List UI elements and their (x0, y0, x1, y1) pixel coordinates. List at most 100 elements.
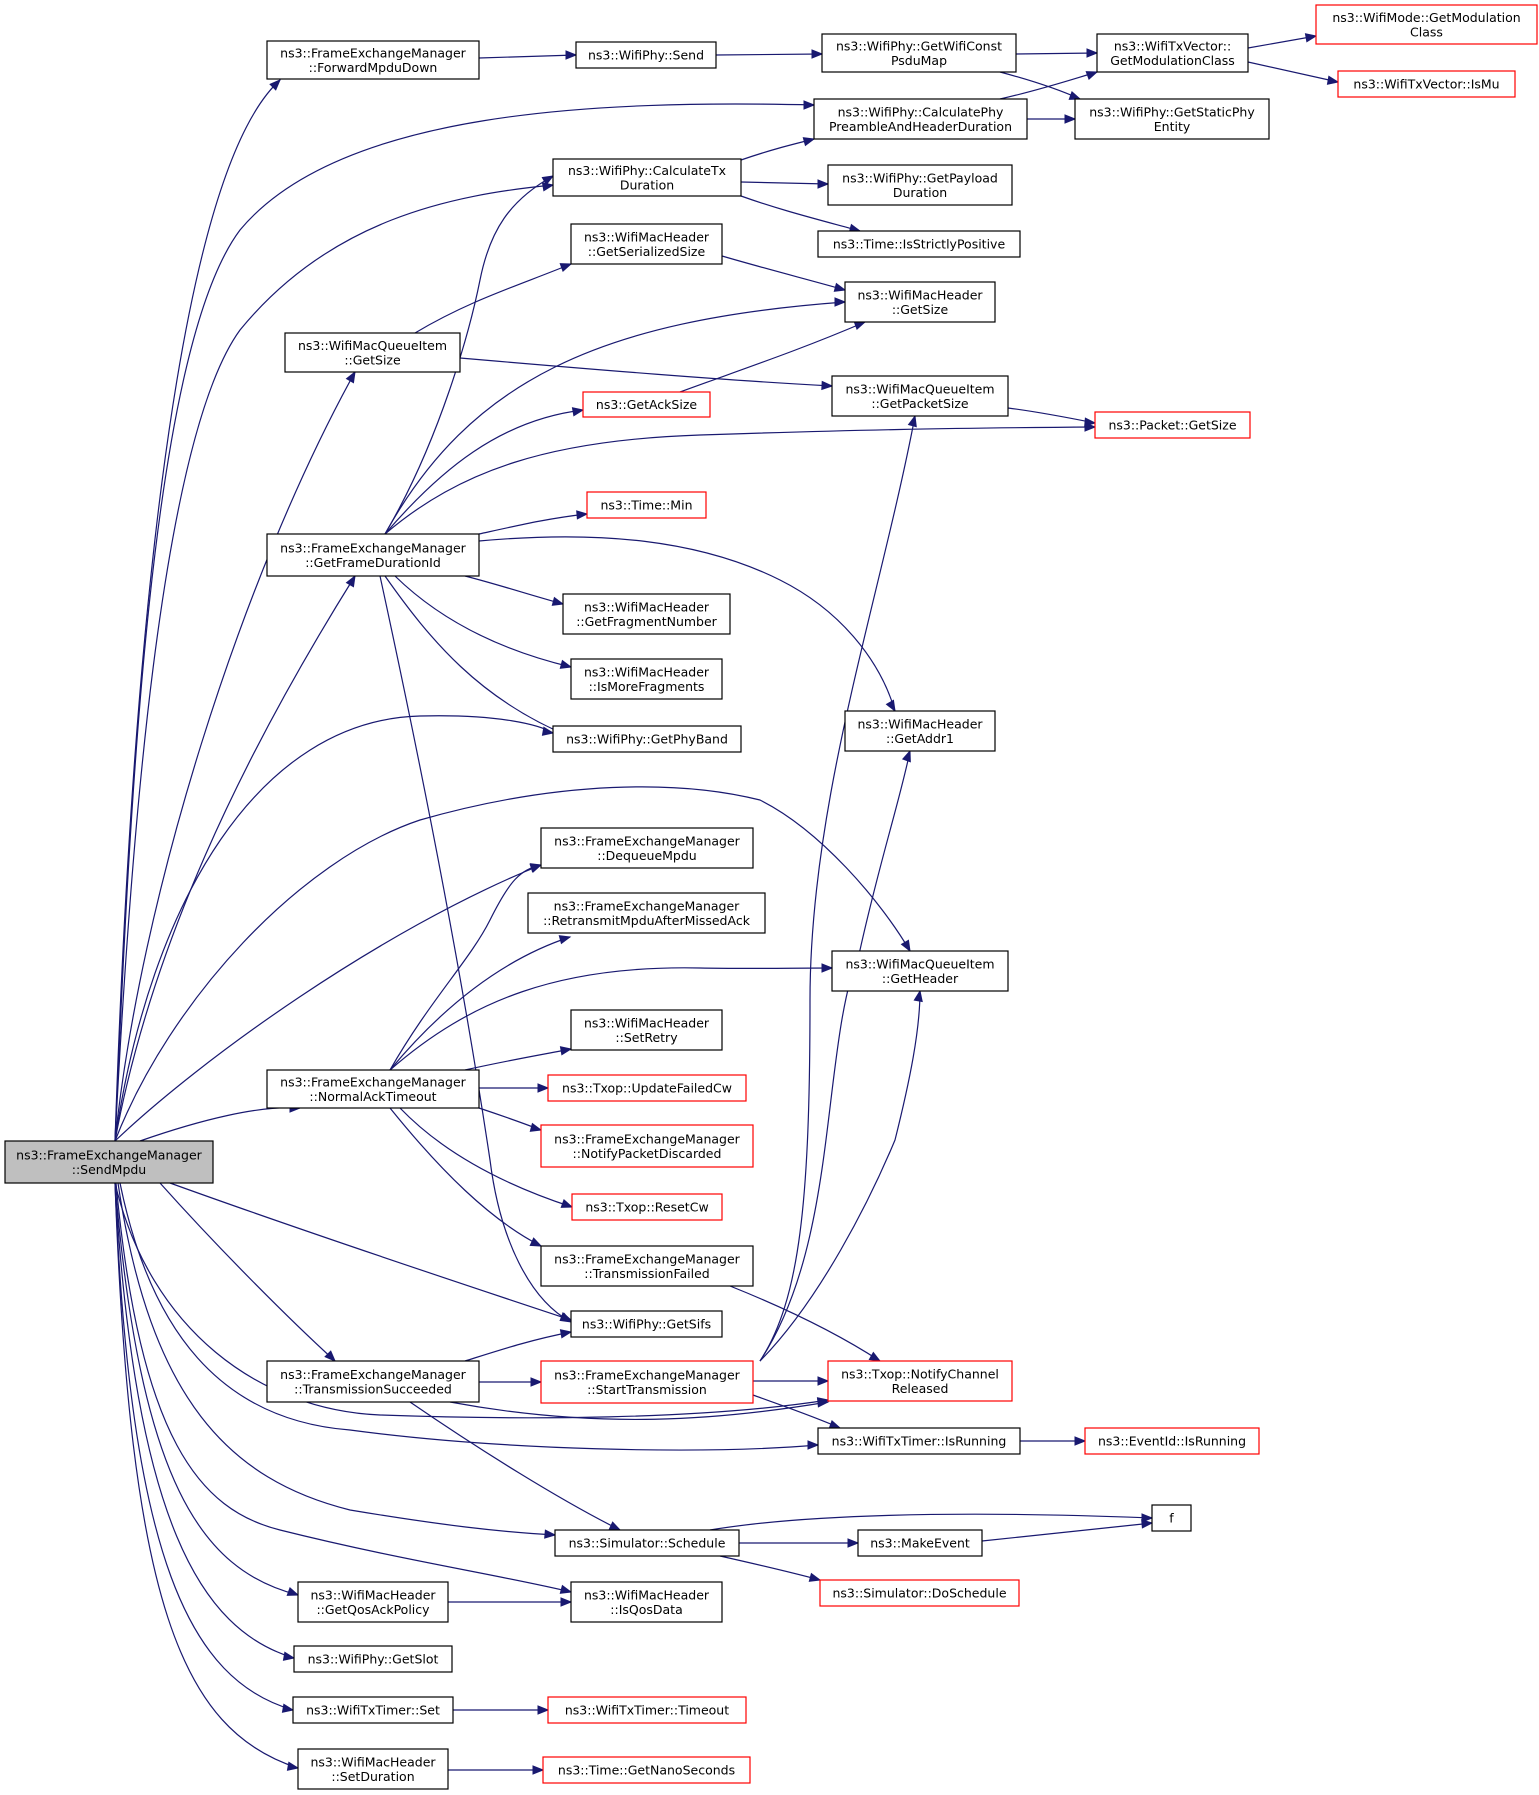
node-timemin[interactable]: ns3::Time::Min (586, 491, 707, 519)
node-updatefailedcw[interactable]: ns3::Txop::UpdateFailedCw (547, 1074, 747, 1102)
node-retransmit[interactable]: ns3::FrameExchangeManager::RetransmitMpd… (527, 892, 766, 934)
node-box[interactable] (821, 33, 1017, 73)
node-box[interactable] (570, 658, 723, 700)
node-box[interactable] (1094, 411, 1251, 439)
node-isqosdata[interactable]: ns3::WifiMacHeader::IsQosData (570, 1581, 723, 1623)
node-getnanoseconds[interactable]: ns3::Time::GetNanoSeconds (542, 1756, 751, 1784)
node-box[interactable] (844, 281, 996, 323)
node-modegetmodulation[interactable]: ns3::WifiMode::GetModulationClass (1315, 4, 1538, 45)
node-sendmpdu[interactable]: ns3::FrameExchangeManager::SendMpdu (4, 1140, 214, 1184)
node-notifypacketdiscarded[interactable]: ns3::FrameExchangeManager::NotifyPacketD… (540, 1124, 754, 1168)
node-box[interactable] (844, 710, 996, 752)
node-ismorefragments[interactable]: ns3::WifiMacHeader::IsMoreFragments (570, 658, 723, 700)
node-box[interactable] (540, 1360, 754, 1404)
node-setretry[interactable]: ns3::WifiMacHeader::SetRetry (570, 1009, 723, 1051)
node-queueitemgetheader[interactable]: ns3::WifiMacQueueItem::GetHeader (831, 950, 1009, 992)
node-box[interactable] (547, 1696, 747, 1724)
node-box[interactable] (571, 1193, 723, 1221)
node-eventidisrunning[interactable]: ns3::EventId::IsRunning (1084, 1427, 1260, 1455)
node-box[interactable] (831, 950, 1009, 992)
node-getsifs[interactable]: ns3::WifiPhy::GetSifs (570, 1310, 723, 1338)
node-isstrictlypositive[interactable]: ns3::Time::IsStrictlyPositive (817, 230, 1021, 258)
node-box[interactable] (297, 1748, 449, 1790)
node-box[interactable] (1337, 70, 1516, 98)
node-getfragmentnumber[interactable]: ns3::WifiMacHeader::GetFragmentNumber (562, 593, 731, 635)
node-f[interactable]: f (1151, 1504, 1192, 1532)
node-txtimerset[interactable]: ns3::WifiTxTimer::Set (292, 1696, 454, 1724)
node-txvectorismu[interactable]: ns3::WifiTxVector::IsMu (1337, 70, 1516, 98)
node-box[interactable] (575, 41, 717, 69)
node-box[interactable] (293, 1645, 453, 1673)
node-txtimerisrunning[interactable]: ns3::WifiTxTimer::IsRunning (817, 1427, 1021, 1455)
node-box[interactable] (813, 98, 1028, 140)
node-box[interactable] (527, 892, 766, 934)
node-box[interactable] (547, 1074, 747, 1102)
node-starttransmission[interactable]: ns3::FrameExchangeManager::StartTransmis… (540, 1360, 754, 1404)
node-queueitemgetsize[interactable]: ns3::WifiMacQueueItem::GetSize (284, 332, 461, 373)
node-box[interactable] (266, 533, 480, 577)
node-box[interactable] (540, 827, 754, 869)
node-box[interactable] (542, 1756, 751, 1784)
node-resetcw[interactable]: ns3::Txop::ResetCw (571, 1193, 723, 1221)
node-getaddr1[interactable]: ns3::WifiMacHeader::GetAddr1 (844, 710, 996, 752)
node-doschedule[interactable]: ns3::Simulator::DoSchedule (819, 1579, 1020, 1607)
node-getserializedsize[interactable]: ns3::WifiMacHeader::GetSerializedSize (570, 223, 723, 265)
node-box[interactable] (570, 1310, 723, 1338)
node-setduration[interactable]: ns3::WifiMacHeader::SetDuration (297, 1748, 449, 1790)
node-box[interactable] (570, 1581, 723, 1623)
node-box[interactable] (827, 164, 1013, 206)
node-box[interactable] (4, 1140, 214, 1184)
node-wifiphysend[interactable]: ns3::WifiPhy::Send (575, 41, 717, 69)
node-box[interactable] (552, 725, 742, 753)
node-normalacktimeout[interactable]: ns3::FrameExchangeManager::NormalAckTime… (266, 1069, 480, 1109)
node-box[interactable] (552, 158, 742, 197)
node-box[interactable] (586, 491, 707, 519)
node-box[interactable] (827, 1360, 1013, 1402)
node-box[interactable] (831, 375, 1009, 417)
node-box[interactable] (266, 1069, 480, 1109)
node-getqosackpolicy[interactable]: ns3::WifiMacHeader::GetQosAckPolicy (297, 1581, 449, 1623)
node-box[interactable] (540, 1245, 754, 1287)
node-box[interactable] (817, 1427, 1021, 1455)
node-box[interactable] (554, 1529, 740, 1557)
node-dequeuempdu[interactable]: ns3::FrameExchangeManager::DequeueMpdu (540, 827, 754, 869)
node-box[interactable] (562, 593, 731, 635)
node-getphyband[interactable]: ns3::WifiPhy::GetPhyBand (552, 725, 742, 753)
node-macheadergetsize[interactable]: ns3::WifiMacHeader::GetSize (844, 281, 996, 323)
node-transmissionsucceeded[interactable]: ns3::FrameExchangeManager::TransmissionS… (266, 1360, 480, 1403)
node-box[interactable] (570, 1009, 723, 1051)
node-box[interactable] (1074, 98, 1270, 140)
node-box[interactable] (570, 223, 723, 265)
node-getframedurationid[interactable]: ns3::FrameExchangeManager::GetFrameDurat… (266, 533, 480, 577)
node-box[interactable] (817, 230, 1021, 258)
node-calcpreamble[interactable]: ns3::WifiPhy::CalculatePhyPreambleAndHea… (813, 98, 1028, 140)
node-box[interactable] (1096, 33, 1249, 73)
node-transmissionfailed[interactable]: ns3::FrameExchangeManager::TransmissionF… (540, 1245, 754, 1287)
node-box[interactable] (857, 1529, 983, 1557)
node-packetgetsize[interactable]: ns3::Packet::GetSize (1094, 411, 1251, 439)
node-getmodulationclass[interactable]: ns3::WifiTxVector::GetModulationClass (1096, 33, 1249, 73)
node-box[interactable] (1084, 1427, 1260, 1455)
node-box[interactable] (266, 40, 480, 80)
node-forwardmpdudown[interactable]: ns3::FrameExchangeManager::ForwardMpduDo… (266, 40, 480, 80)
node-box[interactable] (582, 391, 711, 418)
node-getacksize[interactable]: ns3::GetAckSize (582, 391, 711, 418)
node-box[interactable] (1151, 1504, 1192, 1532)
node-getpacketsize[interactable]: ns3::WifiMacQueueItem::GetPacketSize (831, 375, 1009, 417)
node-box[interactable] (292, 1696, 454, 1724)
node-box[interactable] (540, 1124, 754, 1168)
node-box[interactable] (819, 1579, 1020, 1607)
node-getslot[interactable]: ns3::WifiPhy::GetSlot (293, 1645, 453, 1673)
node-schedule[interactable]: ns3::Simulator::Schedule (554, 1529, 740, 1557)
node-box[interactable] (266, 1360, 480, 1403)
node-box[interactable] (297, 1581, 449, 1623)
node-box[interactable] (1315, 4, 1538, 45)
node-makeevent[interactable]: ns3::MakeEvent (857, 1529, 983, 1557)
node-box[interactable] (284, 332, 461, 373)
node-txtimertimeout[interactable]: ns3::WifiTxTimer::Timeout (547, 1696, 747, 1724)
